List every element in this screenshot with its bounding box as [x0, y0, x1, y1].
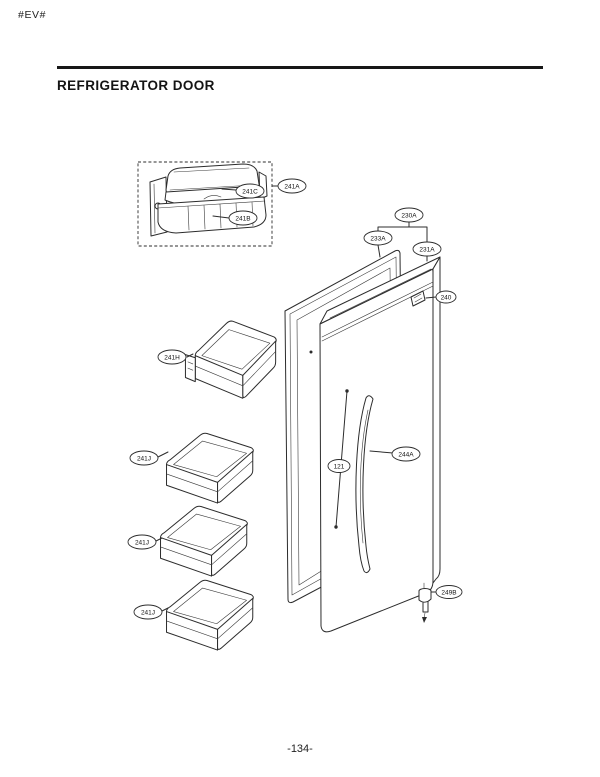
door-basket-upper	[185, 320, 277, 399]
svg-text:244A: 244A	[398, 452, 414, 459]
callout-241h: 241H	[157, 349, 187, 365]
lg-logo	[410, 290, 426, 307]
door-basket-mid1	[166, 432, 254, 504]
callout-241j-1: 241J	[129, 450, 159, 466]
callout-121: 121	[327, 459, 351, 473]
svg-text:241B: 241B	[235, 216, 250, 223]
door-basket-lower	[166, 579, 254, 651]
svg-text:241J: 241J	[137, 456, 151, 463]
dairy-cover-part	[149, 163, 268, 237]
page-title: REFRIGERATOR DOOR	[57, 78, 215, 93]
callout-233a: 233A	[363, 230, 393, 246]
svg-text:241A: 241A	[284, 184, 300, 191]
callout-231a: 231A	[412, 241, 442, 257]
door-handle	[355, 395, 374, 574]
svg-text:240: 240	[441, 295, 452, 302]
callout-230a: 230A	[394, 207, 424, 223]
svg-text:241J: 241J	[135, 540, 149, 547]
callout-241c: 241C	[235, 183, 265, 199]
svg-text:121: 121	[334, 464, 345, 471]
page-number: -134-	[287, 743, 313, 755]
svg-text:230A: 230A	[401, 213, 417, 220]
callout-241j-2: 241J	[127, 534, 157, 550]
svg-text:231A: 231A	[419, 247, 435, 254]
svg-text:233A: 233A	[370, 236, 386, 243]
door-stopper-part	[418, 582, 432, 623]
header-rule	[57, 66, 543, 69]
callout-240: 240	[435, 290, 457, 304]
callout-241a: 241A	[277, 178, 307, 194]
door-basket-mid2	[160, 505, 248, 577]
callout-241j-3: 241J	[133, 604, 163, 620]
refrigerator-door-panel	[319, 256, 441, 633]
svg-text:241J: 241J	[141, 610, 155, 617]
callout-244a: 244A	[391, 446, 421, 462]
callout-241b: 241B	[228, 210, 258, 226]
callout-249b: 249B	[435, 585, 463, 599]
svg-text:241H: 241H	[164, 355, 180, 362]
doc-code: #EV#	[18, 9, 47, 21]
svg-text:249B: 249B	[441, 590, 456, 597]
svg-text:241C: 241C	[242, 189, 258, 196]
